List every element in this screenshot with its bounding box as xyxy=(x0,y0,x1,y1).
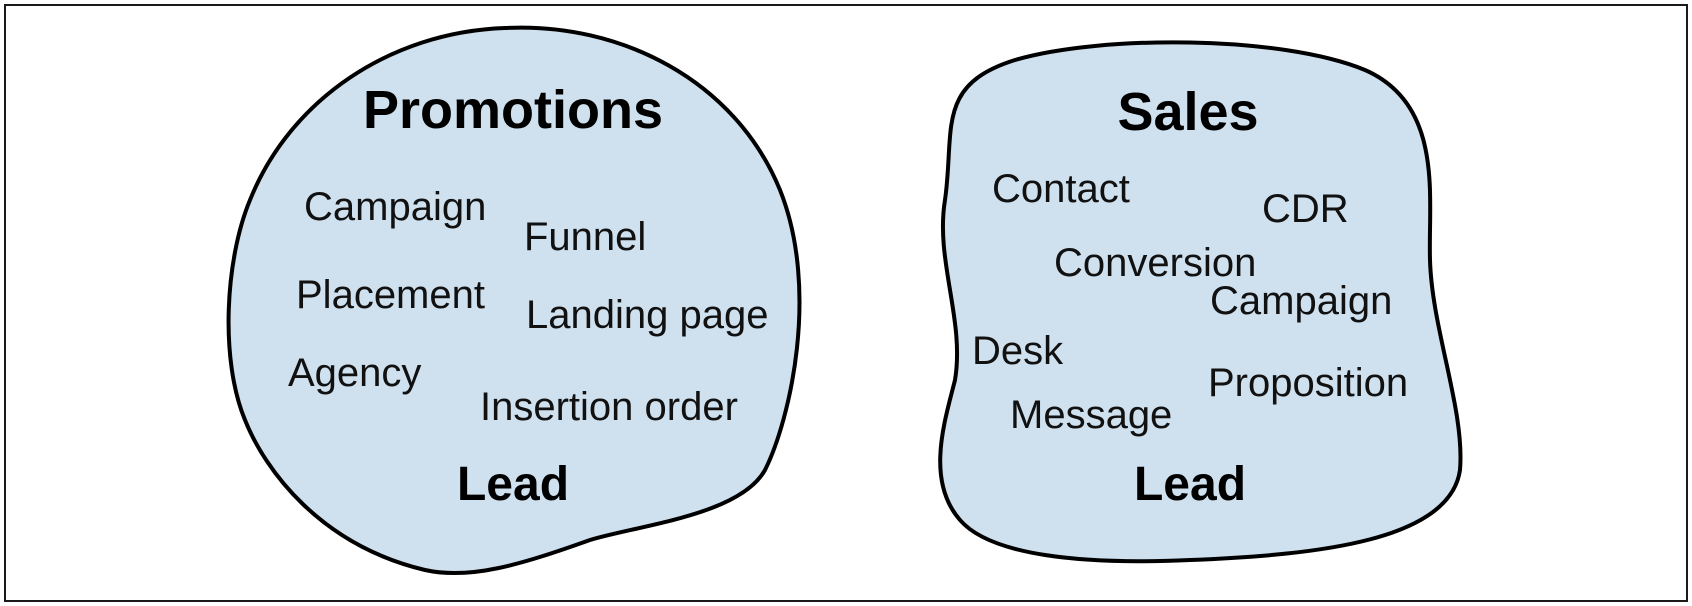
context-boundary-sales xyxy=(938,40,1463,564)
term-cdr: CDR xyxy=(1262,187,1349,231)
shared-term-lead-promotions: Lead xyxy=(457,458,569,511)
term-contact: Contact xyxy=(992,167,1130,211)
context-title-promotions: Promotions xyxy=(363,80,663,140)
term-landing-page: Landing page xyxy=(526,293,768,337)
term-conversion: Conversion xyxy=(1054,241,1256,285)
term-proposition: Proposition xyxy=(1208,361,1408,405)
term-message: Message xyxy=(1010,393,1172,437)
term-agency: Agency xyxy=(288,351,421,395)
context-sales: Sales Contact CDR Conversion Campaign De… xyxy=(938,40,1463,564)
term-funnel: Funnel xyxy=(524,215,646,259)
context-boundary-promotions xyxy=(226,25,802,576)
diagram-frame xyxy=(4,4,1688,602)
term-placement: Placement xyxy=(296,273,485,317)
term-campaign: Campaign xyxy=(304,185,486,229)
shared-term-lead-sales: Lead xyxy=(1134,458,1246,511)
term-campaign-sales: Campaign xyxy=(1210,279,1392,323)
term-insertion-order: Insertion order xyxy=(480,385,738,429)
context-promotions: Promotions Campaign Funnel Placement Lan… xyxy=(226,25,802,576)
context-title-sales: Sales xyxy=(1117,82,1258,142)
term-desk: Desk xyxy=(972,329,1064,373)
